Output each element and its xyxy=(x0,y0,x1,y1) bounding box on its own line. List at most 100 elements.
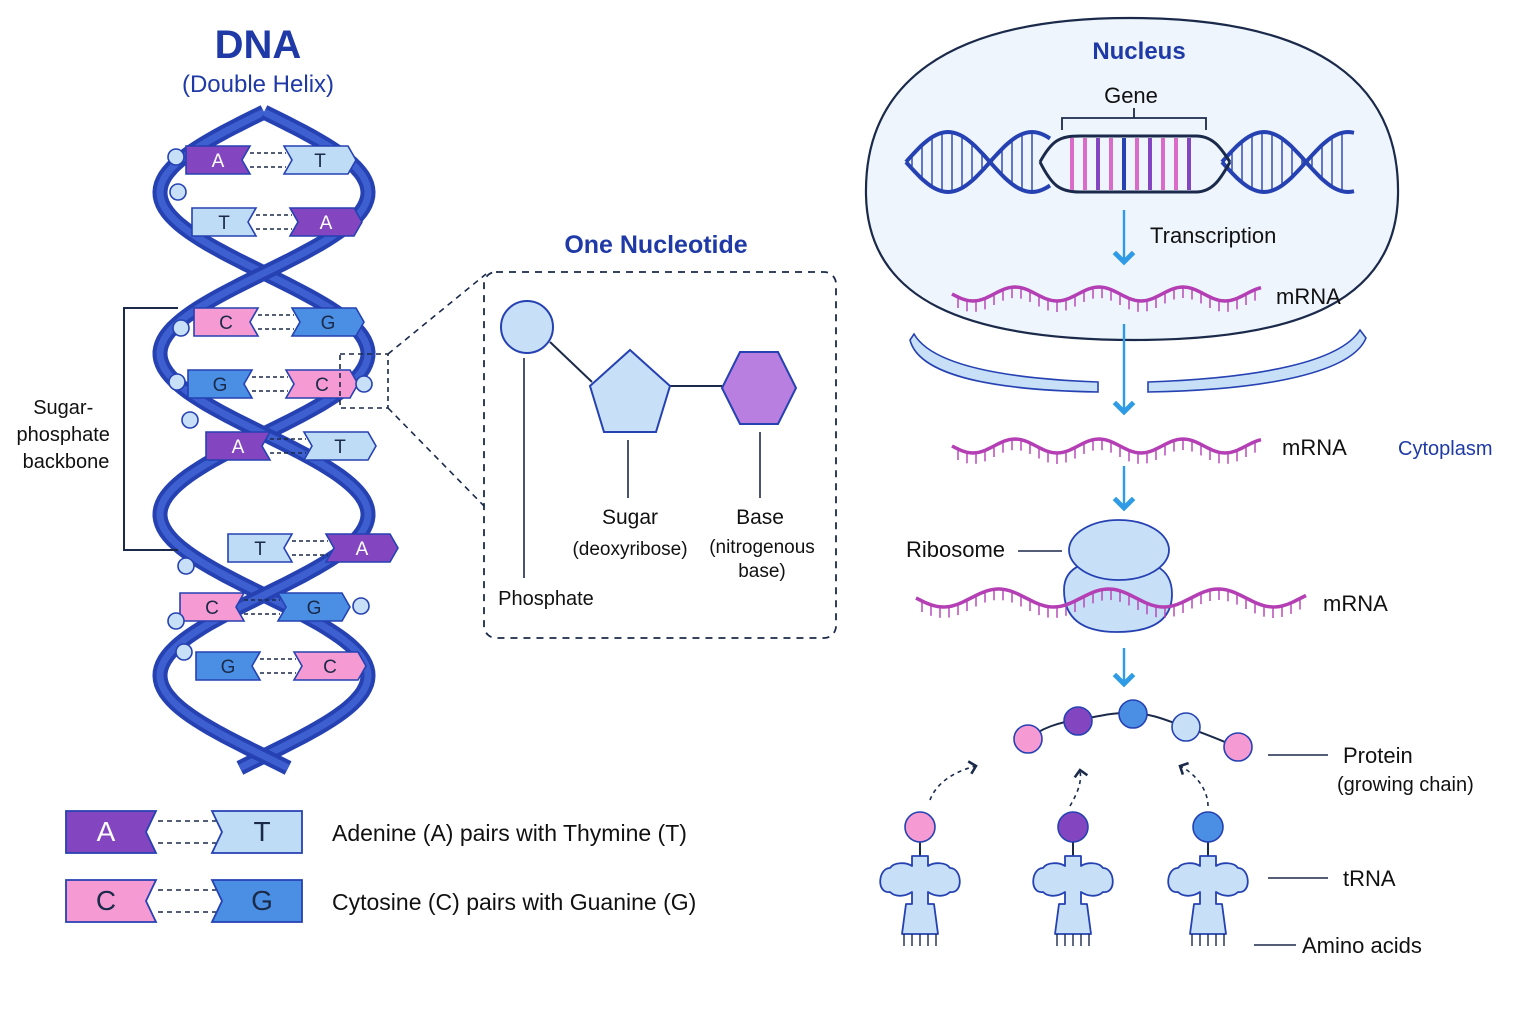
base-pair-6-left-shape xyxy=(227,533,294,563)
cytoplasm-label: Cytoplasm xyxy=(1398,438,1492,460)
phosphate-bead-9 xyxy=(175,643,193,661)
base-pair-2-right-shape xyxy=(288,207,363,237)
legend-left-letter: A xyxy=(97,816,116,847)
base-pair-8-right-shape xyxy=(292,651,367,681)
phosphate-bead-8 xyxy=(167,612,185,630)
mrna-backbone xyxy=(951,285,1262,303)
base-pair-2-left-shape xyxy=(191,207,258,237)
base-detail-2: base) xyxy=(738,561,786,582)
legend-row-2: C G Cytosine (C) pairs with Guanine (G) xyxy=(65,879,696,923)
phosphate-label: Phosphate xyxy=(498,588,594,610)
hydrogen-bond xyxy=(270,438,306,454)
base-pair-8-left-letter: G xyxy=(221,657,236,678)
base-pair-2-left-letter: T xyxy=(218,213,230,234)
base-pair-3-right-letter: G xyxy=(321,313,336,334)
nucleotide-box xyxy=(483,271,837,639)
protein-detail: (growing chain) xyxy=(1337,774,1474,796)
base-pair-3-left-shape xyxy=(193,307,260,337)
amino-acid-5 xyxy=(1223,732,1253,762)
trna-label: tRNA xyxy=(1343,866,1396,891)
trna-arrow-2 xyxy=(1069,768,1089,807)
phosphate-bead-1 xyxy=(167,148,185,166)
legend-text: Cytosine (C) pairs with Guanine (G) xyxy=(332,889,696,915)
trna-arrow-3 xyxy=(1178,761,1209,807)
base-pair-6-right-shape xyxy=(324,533,399,563)
phosphate-bead-6 xyxy=(181,411,199,429)
phosphate-bead-10 xyxy=(352,597,370,615)
trna-molecules xyxy=(879,811,1249,946)
backbone-label: Sugar- phosphate backbone xyxy=(17,397,116,473)
phosphate-bead-5 xyxy=(355,375,373,393)
legend-right-letter: T xyxy=(253,816,270,847)
hydrogen-bond xyxy=(260,658,296,674)
base-pair-1-right-letter: T xyxy=(314,151,326,172)
hydrogen-bond xyxy=(258,314,294,330)
base-detail-1: (nitrogenous xyxy=(709,537,815,558)
phosphate-bead-3 xyxy=(172,319,190,337)
nucleus-label: Nucleus xyxy=(1092,38,1185,65)
base-pair-7-right-shape xyxy=(276,592,351,622)
legend-right-letter: G xyxy=(251,885,273,916)
hydrogen-bond xyxy=(252,376,288,392)
trna-amino-acid xyxy=(1192,811,1224,843)
base-hexagon xyxy=(720,351,798,425)
base-pair-4-left-shape xyxy=(187,369,254,399)
gene-label: Gene xyxy=(1104,83,1158,108)
legend-bond xyxy=(158,889,216,913)
legend-text: Adenine (A) pairs with Thymine (T) xyxy=(332,820,687,846)
zoom-box xyxy=(339,353,389,409)
base-pair-4-left-letter: G xyxy=(213,375,228,396)
mrna-backbone xyxy=(951,437,1262,455)
legend-bond xyxy=(158,820,216,844)
amino-acids-label: Amino acids xyxy=(1302,933,1422,958)
mrna-label-1: mRNA xyxy=(1276,284,1341,309)
base-pair-3-left-letter: C xyxy=(219,313,233,334)
sugar-pentagon xyxy=(588,348,672,433)
nucleotide-title: One Nucleotide xyxy=(564,231,747,259)
trna-arrow-1 xyxy=(929,760,978,801)
gene-dna xyxy=(904,129,1355,195)
trna-2 xyxy=(1032,811,1114,946)
amino-acid-4 xyxy=(1171,712,1201,742)
legend-right-base xyxy=(210,810,303,854)
nuclear-envelope-left xyxy=(909,332,1099,393)
phosphate-bead-7 xyxy=(177,557,195,575)
amino-acid-1 xyxy=(1013,724,1043,754)
phosphate-circle xyxy=(500,300,554,354)
legend-left-base xyxy=(65,879,158,923)
base-pair-6-left-letter: T xyxy=(254,539,266,560)
gene-bubble-bottom xyxy=(1038,161,1232,194)
hydrogen-bond xyxy=(292,540,328,556)
base-pair-7-left-letter: C xyxy=(205,598,219,619)
dna-subtitle: (Double Helix) xyxy=(182,71,334,98)
legend-left-letter: C xyxy=(96,885,116,916)
backbone-bracket xyxy=(123,307,178,551)
transcription-label: Transcription xyxy=(1150,223,1276,248)
mrna-strand-ribosome xyxy=(915,587,1307,618)
phosphate-bead-4 xyxy=(168,373,186,391)
zoom-line-bottom xyxy=(387,407,487,509)
amino-acid-2 xyxy=(1063,706,1093,736)
base-pair-3-right-shape xyxy=(290,307,365,337)
phosphate-bead-2 xyxy=(169,183,187,201)
trna-body xyxy=(1167,855,1249,935)
trna-body xyxy=(879,855,961,935)
trna-body xyxy=(1032,855,1114,935)
base-pair-1-left-shape xyxy=(185,145,252,175)
pairing-legend: A T Adenine (A) pairs with Thymine (T) C G Cy… xyxy=(65,810,696,923)
hydrogen-bond xyxy=(244,599,280,615)
ribosome-small-subunit xyxy=(1068,519,1170,581)
sugar-detail: (deoxyribose) xyxy=(572,539,687,560)
legend-right-base xyxy=(210,879,303,923)
gene-strand-left-b xyxy=(904,129,1052,195)
base-pair-2-right-letter: A xyxy=(320,213,333,234)
mrna-label-2: mRNA xyxy=(1282,435,1347,460)
base-pair-8-left-shape xyxy=(195,651,262,681)
